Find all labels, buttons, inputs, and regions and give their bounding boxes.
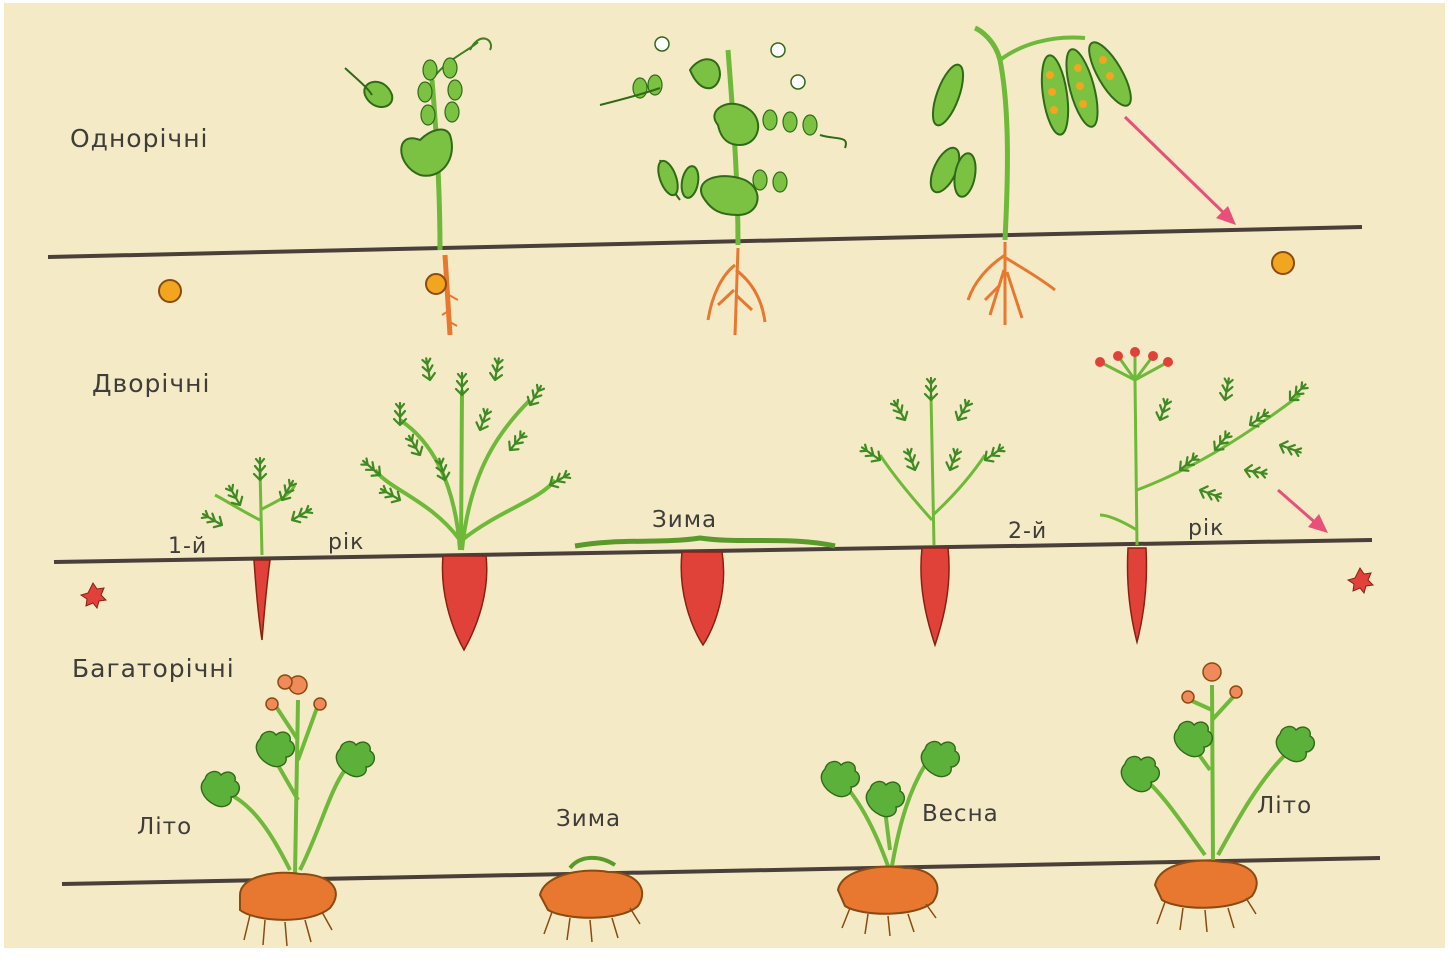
perennial-summer2-label: Літо [1257,793,1312,819]
annual-row-title: Однорічні [70,124,208,153]
perennial-summer1-label: Літо [137,814,192,840]
seed-icon [159,280,181,302]
seed-icon [1272,252,1294,274]
perennial-winter-label: Зима [556,806,621,832]
year2-label-a: 2-й [1008,519,1047,544]
year1-label-a: 1-й [168,534,207,559]
biennial-winter-label: Зима [652,507,717,533]
perennial-row-title: Багаторічні [72,654,235,683]
biennial-row-title: Дворічні [92,369,210,398]
perennial-spring-label: Весна [922,801,999,827]
year2-label-b: рік [1188,516,1224,541]
year1-label-b: рік [328,530,364,555]
